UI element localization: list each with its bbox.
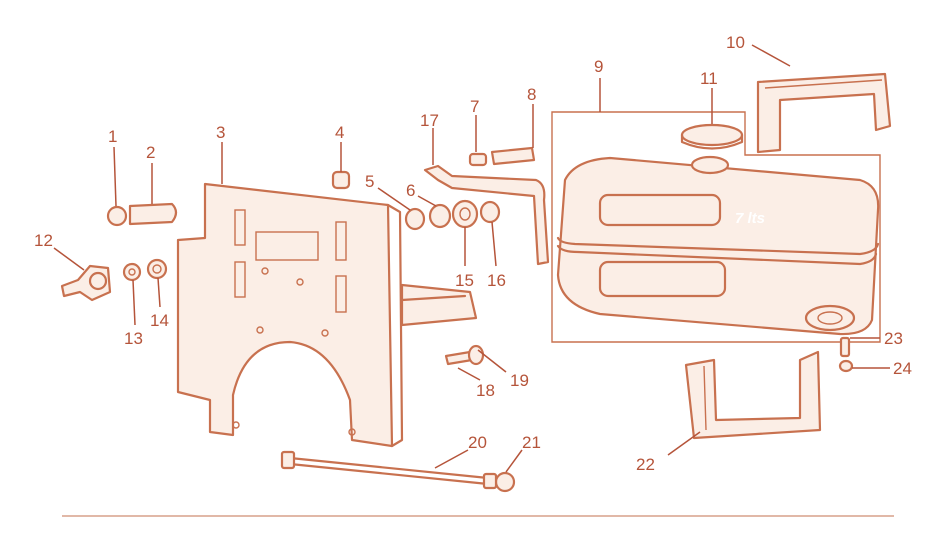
fuel-tank: 7 lts	[556, 155, 880, 336]
callout-23: 23	[884, 329, 903, 348]
tank-assembly-frame	[551, 111, 881, 343]
strap-bracket	[423, 146, 550, 266]
drain-screw	[838, 336, 854, 373]
callout-9: 9	[594, 57, 603, 76]
tank-capacity-label: 7 lts	[735, 210, 765, 227]
callout-8: 8	[527, 85, 536, 104]
washer-stack	[404, 199, 501, 231]
callout-18: 18	[476, 381, 495, 400]
callout-19: 19	[510, 371, 529, 390]
callout-5: 5	[365, 172, 374, 191]
callout-17: 17	[420, 111, 439, 130]
callout-3: 3	[216, 123, 225, 142]
callout-21: 21	[522, 433, 541, 452]
callout-7: 7	[470, 97, 479, 116]
callout-11: 11	[700, 69, 718, 88]
leader-lines	[53, 44, 890, 473]
callout-6: 6	[406, 181, 415, 200]
callout-24: 24	[893, 359, 912, 378]
callout-1: 1	[108, 127, 117, 146]
callout-13: 13	[124, 329, 143, 348]
callout-14: 14	[150, 311, 169, 330]
long-bolt	[280, 450, 516, 493]
callout-16: 16	[487, 271, 506, 290]
bolt-18-19	[444, 344, 485, 366]
callout-12: 12	[34, 231, 53, 250]
outlet-fitting	[60, 258, 168, 302]
callout-numbers: 1 2 3 4 5 6 7 8 9 10 11 12 13 14 15 16 1…	[34, 33, 912, 474]
top-strap	[756, 72, 892, 154]
callout-22: 22	[636, 455, 655, 474]
callout-2: 2	[146, 143, 155, 162]
filler-cap	[680, 123, 744, 150]
callout-4: 4	[335, 123, 344, 142]
callout-15: 15	[455, 271, 474, 290]
nut-part-4	[331, 170, 351, 190]
mounting-plate	[176, 182, 404, 448]
bracket-arm	[400, 283, 478, 327]
nut-and-spacer	[106, 202, 178, 227]
bottom-strap	[684, 350, 822, 440]
callout-10: 10	[726, 33, 745, 52]
callout-20: 20	[468, 433, 487, 452]
